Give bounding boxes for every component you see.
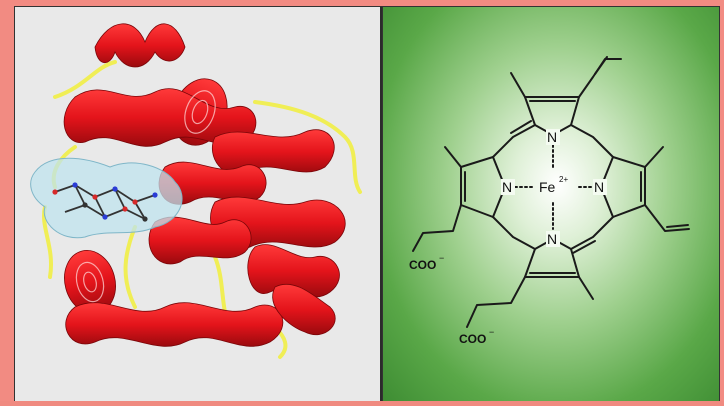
carboxylate-bottom-charge: − (489, 327, 494, 337)
atom-fe-charge: 2+ (559, 175, 568, 184)
porphyrin-bonds (412, 56, 690, 328)
protein-ribbon-icon (30, 23, 362, 359)
helix-highlights (75, 90, 216, 303)
heme-structure-icon: N N N N Fe 2+ COO − COO − (409, 56, 690, 346)
atom-n-bottom: N (547, 231, 557, 247)
carboxylate-left: COO (409, 258, 436, 272)
atom-labels: N N N N Fe 2+ COO − COO − (409, 129, 607, 346)
helix-segments (63, 23, 346, 347)
atom-n-right: N (594, 179, 604, 195)
atom-n-left: N (502, 179, 512, 195)
carboxylate-bottom: COO (459, 332, 486, 346)
carboxylate-left-charge: − (439, 253, 444, 263)
protein-panel (15, 7, 382, 401)
heme-structure-panel: N N N N Fe 2+ COO − COO − (383, 7, 719, 401)
atom-n-top: N (547, 129, 557, 145)
heme-surface-icon (30, 157, 183, 239)
atom-fe: Fe (539, 179, 556, 195)
